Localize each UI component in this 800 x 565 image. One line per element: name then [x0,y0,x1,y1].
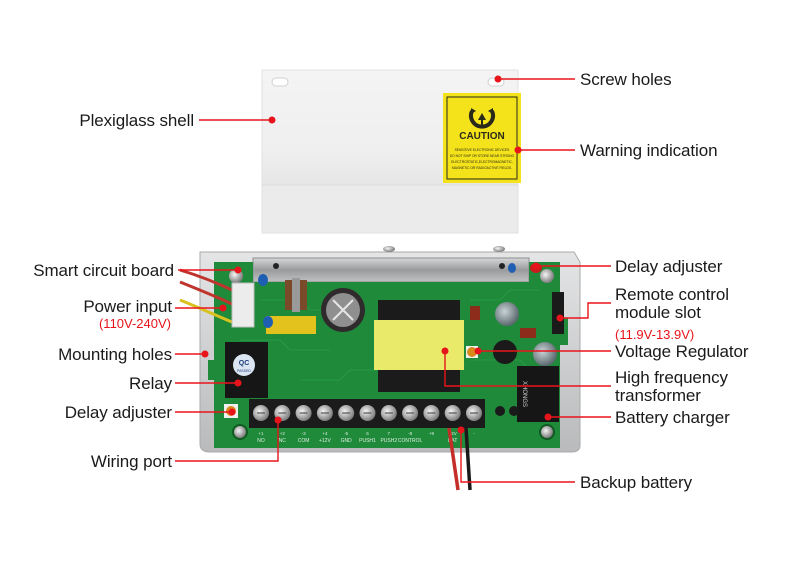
label-remote-control-line2: module slot [615,303,701,322]
high-frequency-transformer [374,300,464,392]
leader-remote-control-slot [560,302,611,319]
terminal-number: -5 [344,431,348,436]
terminal-label: PUSH1 [359,438,376,444]
leader-dots [201,75,564,434]
caution-line: DO NOT SHIP OR STORE NEAR STRONG [450,154,515,158]
terminal-screw [444,405,461,421]
label-backup-battery: Backup battery [580,473,692,492]
label-plexiglass-shell: Plexiglass shell [79,111,194,130]
small-capacitors [258,263,516,328]
terminal-screw [466,405,482,421]
leader-transformer [444,351,611,387]
terminal-label: COM [298,438,310,444]
terminal-label: NO [257,438,265,444]
terminal-number: -8 [408,431,412,436]
terminal-number: 12V [449,431,457,436]
label-transformer-line1: High frequency [615,368,728,387]
terminal-number: 7 [388,431,391,436]
label-screw-holes: Screw holes [580,70,672,89]
terminal-number: -3 [302,431,306,436]
label-power-input-voltage: (110V-240V) [98,316,171,331]
terminal-screw [423,405,440,421]
main-capacitor [321,288,365,332]
label-wiring-port: Wiring port [90,452,172,471]
label-battery-charger: Battery charger [615,408,730,427]
caution-line: SENSITIVE ELECTRONIC DEVICES [455,148,511,152]
leader-backup-battery [460,430,575,483]
label-transformer-line2: transformer [615,386,701,405]
capacitor [495,302,519,326]
terminal-label: CONTROL [398,438,423,444]
bracket-hole [273,263,279,269]
capacitor [533,342,557,366]
caution-line: ELECTROSTATIC,ELECTROMAGNETIC, [451,160,513,164]
label-warning-indication: Warning indication [580,141,718,160]
terminal-number: 6 [366,431,369,436]
terminal-screw [338,405,355,421]
qc-sticker-subtext: PASSED [237,369,251,373]
terminal-screw [295,405,312,421]
board-screw [541,426,553,438]
label-power-input: Power input [83,297,172,316]
terminal-label: PUSH2 [380,438,397,444]
bracket-hole [499,263,505,269]
caution-line: MAGNETIC OR RADIOACTIVE FIELDS. [452,166,512,170]
terminal-number: +1 [258,431,264,436]
terminal-label: NC [279,438,287,444]
terminal-screw [316,405,333,421]
terminal-number: +4 [322,431,328,436]
leader-lines [175,78,611,483]
terminal-screw [359,405,376,421]
terminal-number: +9 [429,431,435,436]
board-screw [540,269,554,283]
battery-charger-relay: XHONGS [517,366,559,422]
relay: QC PASSED [225,342,268,398]
board-screw [234,426,246,438]
label-voltage-range: (11.9V-13.9V) [615,327,695,342]
terminal-screw [402,405,419,421]
label-mounting-holes: Mounting holes [58,345,172,364]
terminal-label: GND [341,438,353,444]
power-input-connector [179,268,255,328]
qc-sticker-text: QC [239,360,250,367]
caution-heading: CAUTION [459,131,505,142]
terminal-label: BAT [448,438,457,444]
label-delay-adjuster-left: Delay adjuster [64,403,172,422]
backup-battery-wires [447,427,472,491]
terminal-number: - [473,431,475,436]
esd-warning-icon [469,108,495,129]
screw-hole-left [271,77,289,87]
label-smart-circuit-board: Smart circuit board [33,261,174,280]
terminal-screw [380,405,397,421]
leader-wiring-port [175,420,279,462]
filter-capacitor [266,316,316,334]
remote-control-module-slot [552,292,564,334]
terminal-label: +12V [319,438,331,444]
label-voltage-regulator: Voltage Regulator [615,342,749,361]
inductor-round [493,340,517,364]
terminal-number: +2 [280,431,286,436]
caution-sticker: CAUTION SENSITIVE ELECTRONIC DEVICES DO … [443,93,521,183]
relay-brand: XHONGS [521,381,527,407]
label-delay-adjuster-right: Delay adjuster [615,257,723,276]
terminal-screw [253,405,269,421]
label-relay: Relay [129,374,172,393]
label-remote-control-line1: Remote control [615,285,729,304]
